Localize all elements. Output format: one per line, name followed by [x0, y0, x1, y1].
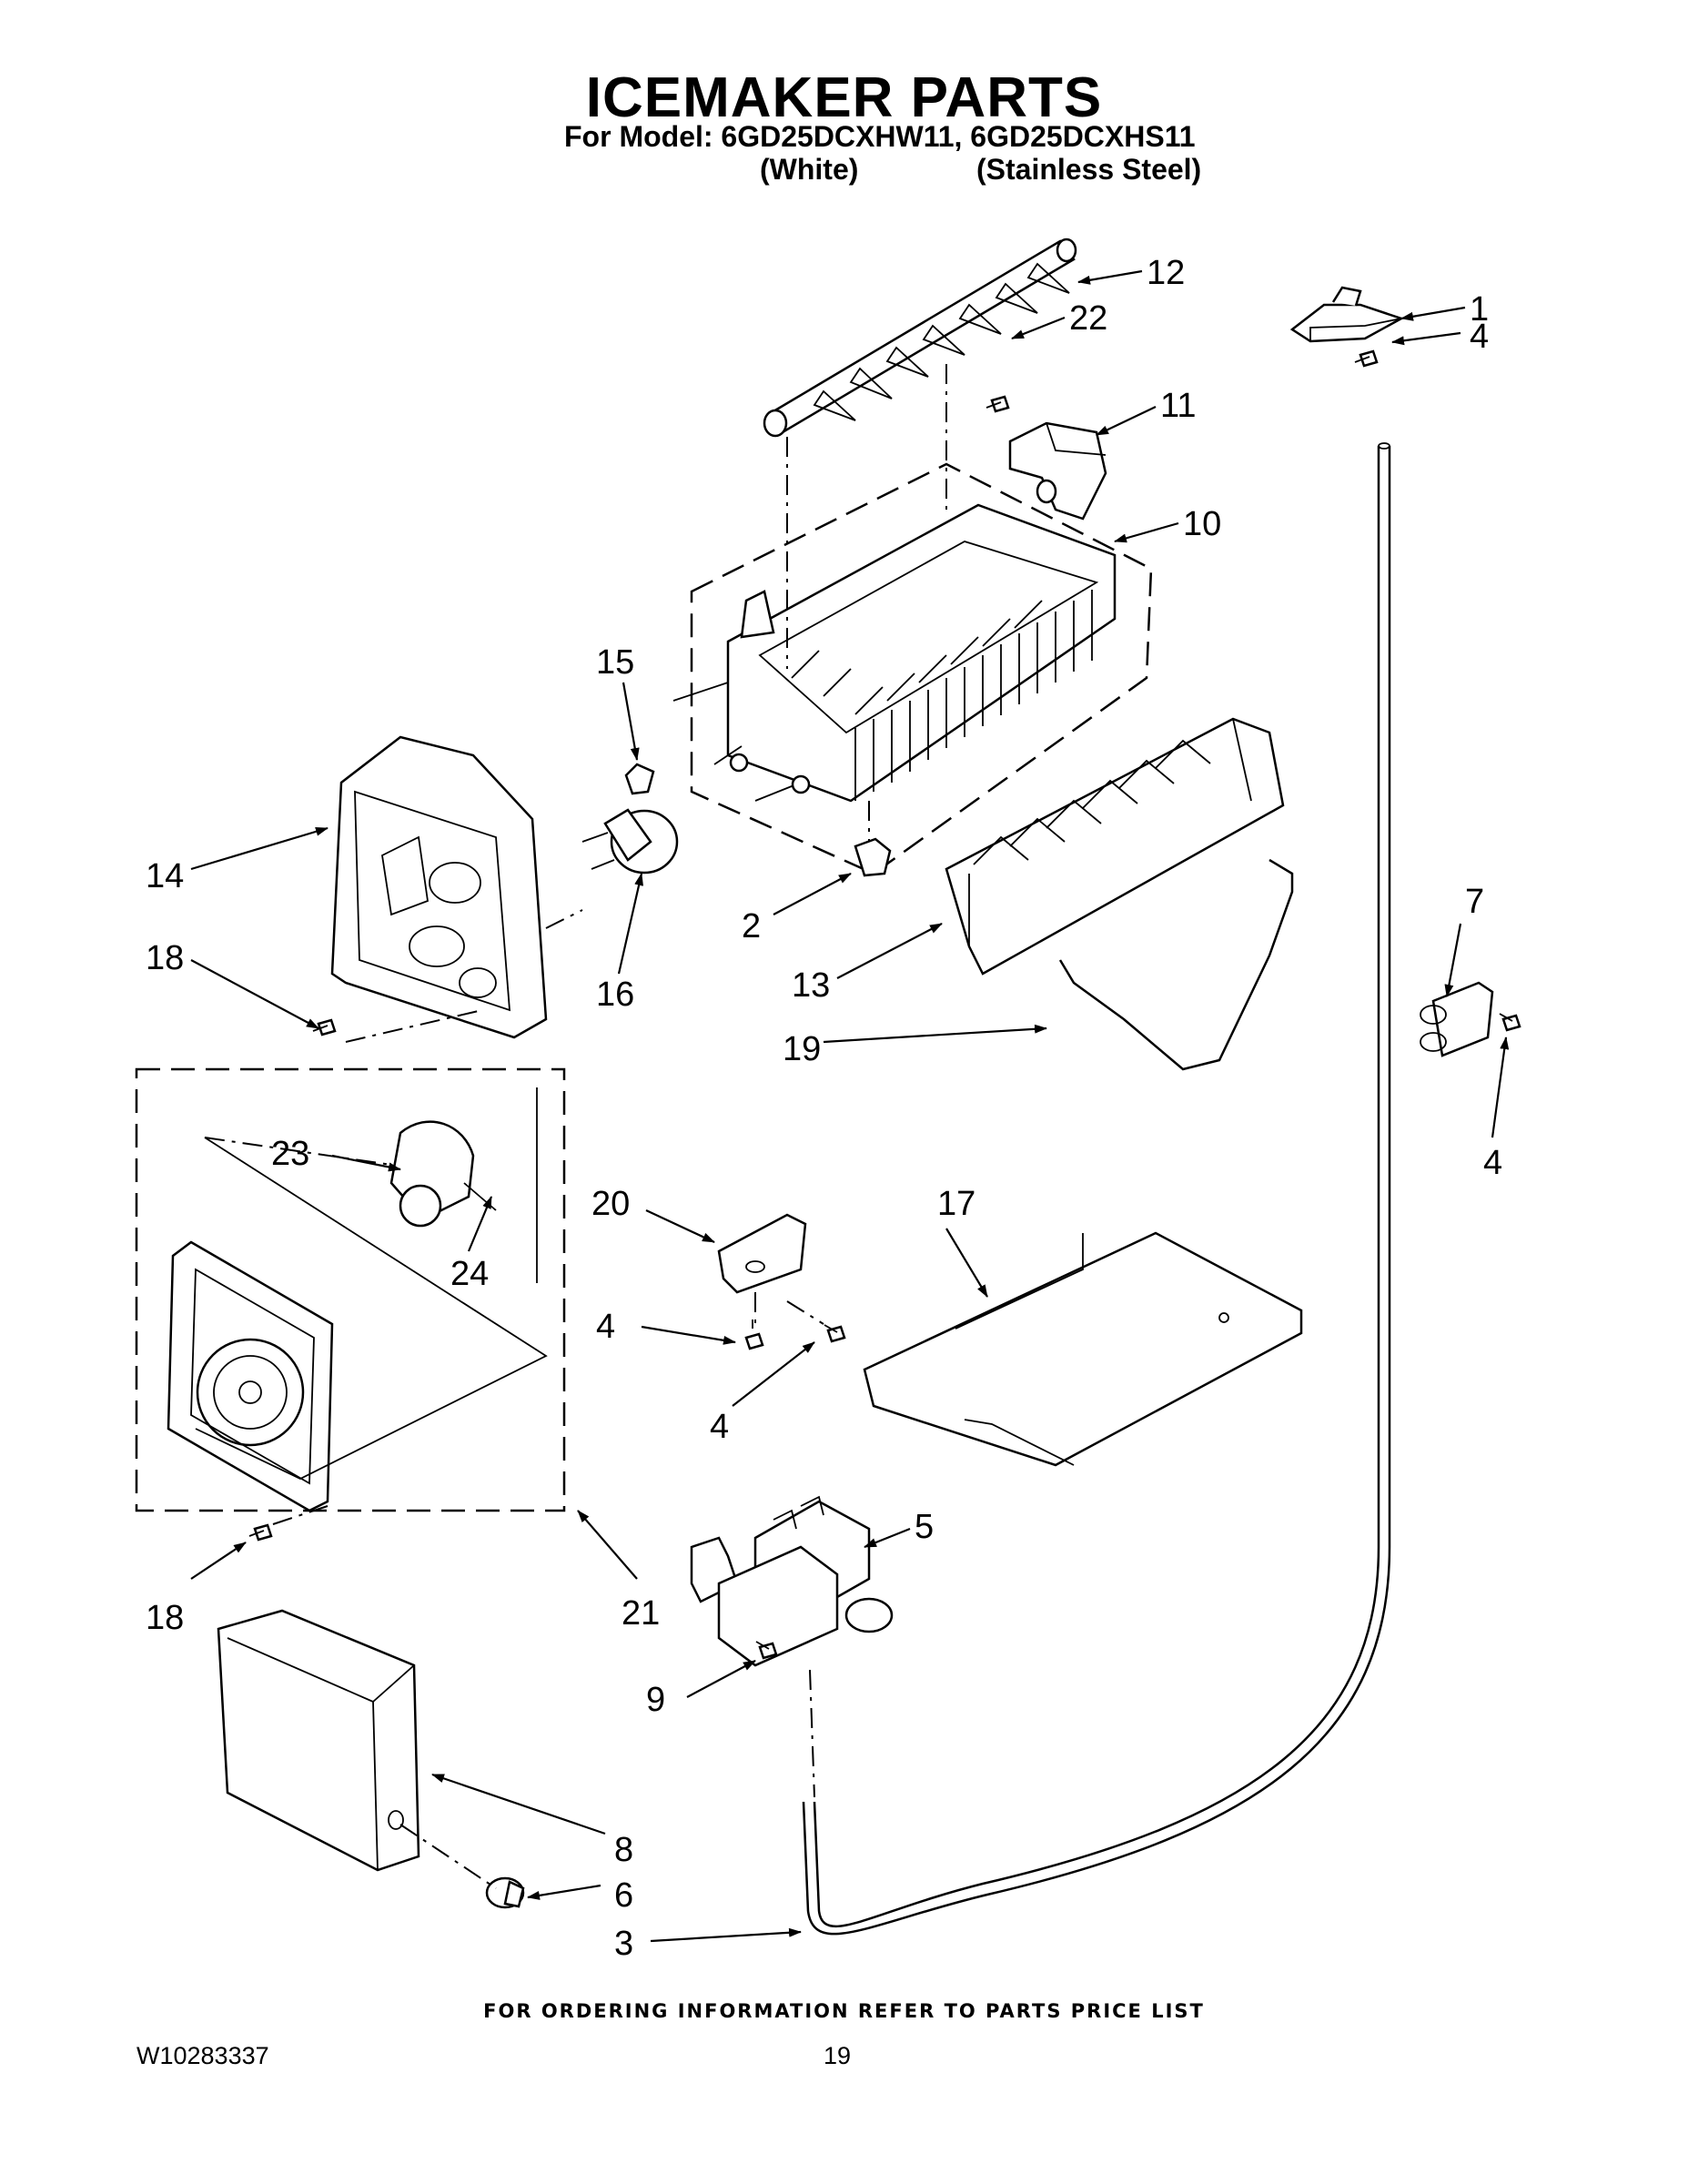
- callout-12: 12: [1147, 254, 1185, 292]
- callout-11: 11: [1160, 387, 1196, 425]
- alignment-lines: [272, 364, 947, 1889]
- callout-23: 23: [271, 1135, 309, 1173]
- part-cover-box: [217, 1609, 420, 1872]
- callout-4d: 4: [710, 1408, 729, 1446]
- callout-3: 3: [614, 1925, 633, 1963]
- variant-white: (White): [760, 153, 859, 186]
- callout-1: 1: [1470, 290, 1489, 329]
- part-clip-thermostat: [581, 763, 679, 875]
- part-retainer: [854, 837, 892, 877]
- leader-lines: [190, 269, 1510, 1943]
- callout-9: 9: [646, 1681, 665, 1719]
- part-water-tube: [802, 442, 1391, 1936]
- part-ice-mold: [672, 462, 1153, 875]
- model-line: For Model: 6GD25DCXHW11, 6GD25DCXHS11: [564, 120, 1196, 153]
- callout-4b: 4: [1483, 1144, 1502, 1182]
- callout-21: 21: [622, 1594, 660, 1633]
- callout-18a: 18: [146, 939, 184, 977]
- part-water-valve: [690, 1495, 894, 1667]
- callout-18b: 18: [146, 1599, 184, 1637]
- part-clamp: [1420, 981, 1494, 1057]
- callout-5: 5: [915, 1508, 934, 1546]
- callout-22: 22: [1069, 299, 1107, 338]
- part-control-module: [135, 1067, 566, 1512]
- callout-16: 16: [596, 976, 634, 1014]
- callout-4c: 4: [596, 1308, 615, 1346]
- callout-20: 20: [591, 1185, 630, 1223]
- callout-8: 8: [614, 1831, 633, 1869]
- callout-6: 6: [614, 1876, 633, 1915]
- callout-24: 24: [450, 1255, 489, 1293]
- callout-10: 10: [1183, 505, 1221, 543]
- ordering-note: FOR ORDERING INFORMATION REFER TO PARTS …: [483, 2000, 1205, 2022]
- page-number: 19: [824, 2042, 852, 2069]
- part-bracket-top: [1289, 286, 1405, 343]
- callout-17: 17: [937, 1185, 975, 1223]
- variant-stainless: (Stainless Steel): [976, 153, 1202, 186]
- callout-numbers: 12 1 4 22 11 10 15 14 18 16 2 13 19 7 4 …: [146, 254, 1502, 1963]
- part-ejector-arm: [763, 238, 1077, 438]
- callout-15: 15: [596, 643, 634, 682]
- part-shield: [717, 1213, 807, 1294]
- page-title: ICEMAKER PARTS: [585, 66, 1103, 129]
- callout-19: 19: [783, 1030, 821, 1068]
- callout-2: 2: [742, 907, 761, 945]
- screws: [248, 349, 1521, 1660]
- part-housing: [330, 735, 548, 1039]
- callout-14: 14: [146, 857, 184, 895]
- part-cover-plate: [863, 1231, 1303, 1467]
- part-shutoff-arm: [1058, 858, 1294, 1071]
- part-plug: [485, 1876, 525, 1909]
- document-number: W10283337: [136, 2042, 269, 2069]
- callout-13: 13: [792, 966, 830, 1005]
- part-fill-cup: [1008, 421, 1107, 521]
- part-ice-stripper: [945, 717, 1285, 976]
- callout-7: 7: [1465, 883, 1484, 921]
- callout-4a: 4: [1470, 318, 1489, 356]
